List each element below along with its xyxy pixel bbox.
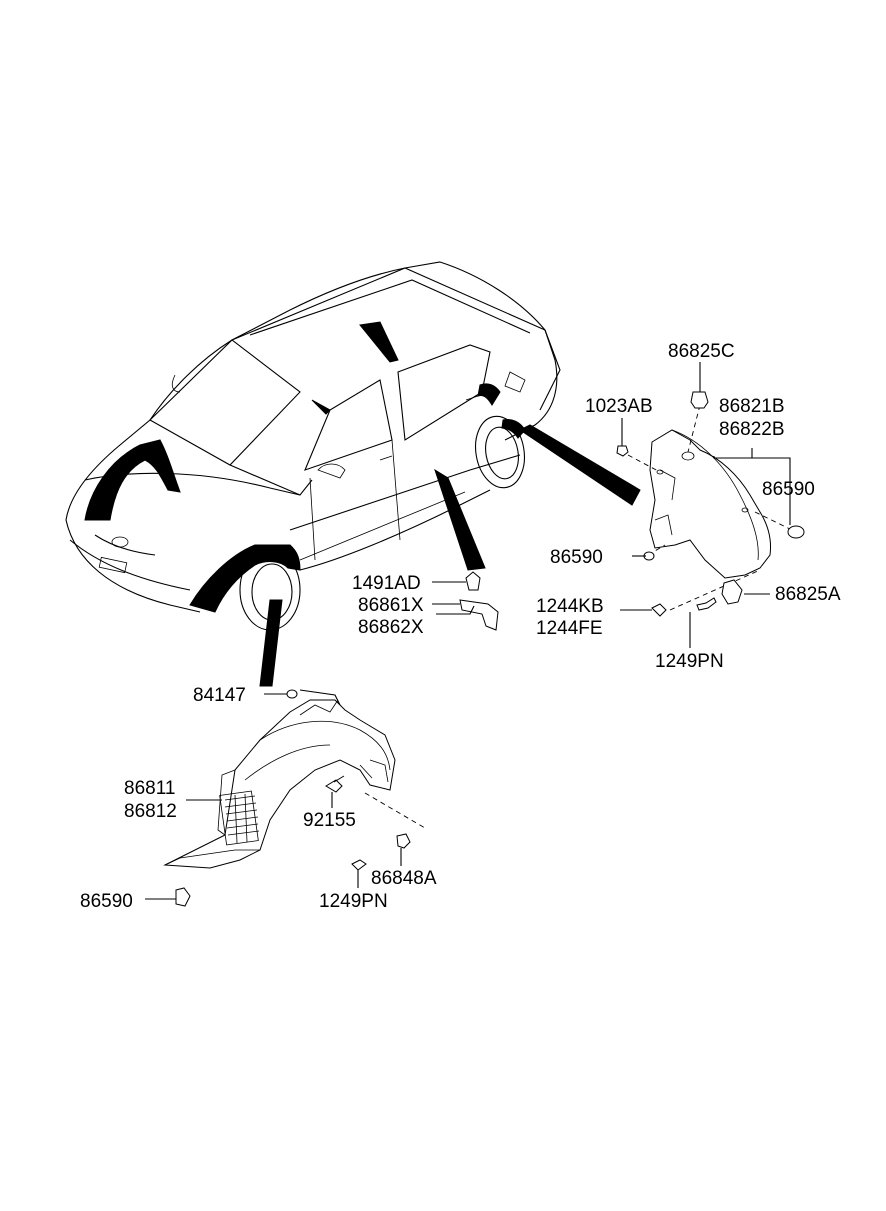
label-86811: 86811 xyxy=(124,778,175,799)
front-wheel-guard xyxy=(163,689,426,869)
label-1244kb: 1244KB xyxy=(536,596,604,617)
label-86825c: 86825C xyxy=(668,341,735,362)
clip-84147-icon xyxy=(286,689,298,699)
label-86590-front: 86590 xyxy=(80,891,133,912)
rear-liner-highlight xyxy=(477,383,526,439)
label-86812: 86812 xyxy=(124,801,177,822)
label-1023ab: 1023AB xyxy=(585,396,653,417)
clip-86825a-icon xyxy=(721,579,743,605)
fasteners xyxy=(175,391,805,907)
clip-86590-rear-upper-icon xyxy=(787,525,805,539)
clip-86590-front-icon xyxy=(175,887,191,907)
label-92155: 92155 xyxy=(303,810,356,831)
screw-92155-icon xyxy=(325,775,345,793)
label-86861x: 86861X xyxy=(358,595,424,616)
screw-1249pn-rear-icon xyxy=(696,597,717,611)
clip-86848a-icon xyxy=(396,833,411,849)
leader-lines xyxy=(145,362,791,900)
screw-1249pn-front-icon xyxy=(351,859,367,871)
label-86825a: 86825A xyxy=(775,584,841,605)
clip-86825c-icon xyxy=(690,391,709,409)
nut-1023ab-icon xyxy=(616,445,629,457)
label-86590-rear-upper: 86590 xyxy=(762,479,815,500)
label-86821b: 86821B xyxy=(719,396,785,417)
label-1491ad: 1491AD xyxy=(352,573,421,594)
label-86590-rear-lower: 86590 xyxy=(550,547,603,568)
label-86862x: 86862X xyxy=(358,617,424,638)
bracket-86861x-icon xyxy=(459,599,499,631)
label-1244fe: 1244FE xyxy=(536,618,603,639)
callout-labels: 86825C 1023AB 86821B 86822B 86590 86590 … xyxy=(80,341,841,912)
label-1249pn-front: 1249PN xyxy=(319,891,388,912)
label-1249pn-rear: 1249PN xyxy=(655,651,724,672)
clip-1491ad-icon xyxy=(465,571,481,591)
label-86822b: 86822B xyxy=(719,419,785,440)
car-illustration xyxy=(65,261,561,631)
label-86848a: 86848A xyxy=(371,868,437,889)
callout-arrows xyxy=(259,321,641,687)
front-liner-highlight xyxy=(84,439,301,613)
label-84147: 84147 xyxy=(193,685,246,706)
bolt-1244kb-icon xyxy=(651,603,667,617)
vent-grille xyxy=(219,790,260,846)
